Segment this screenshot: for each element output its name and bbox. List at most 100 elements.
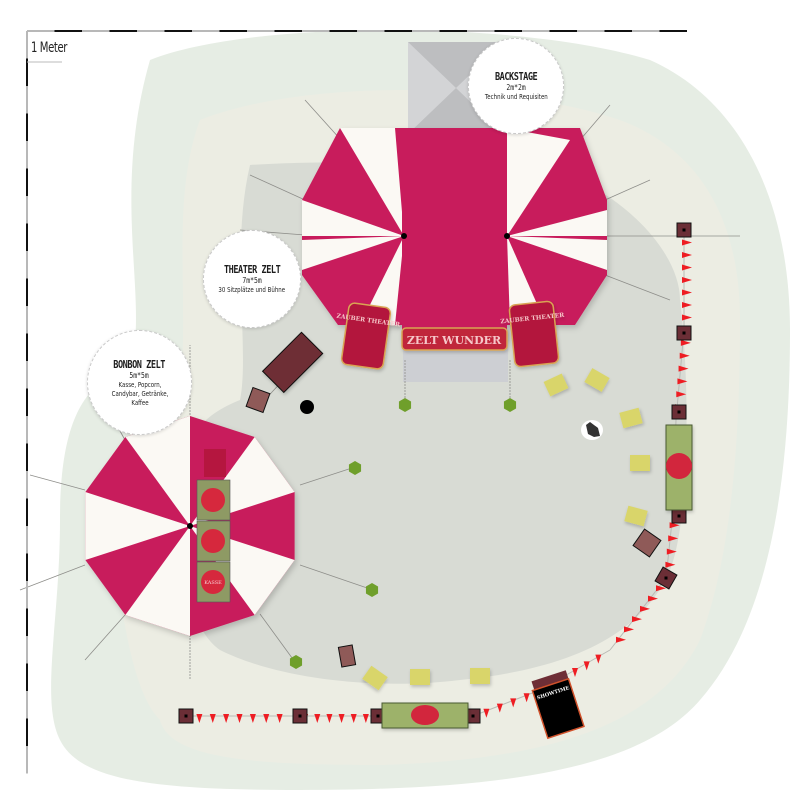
booth-right: [665, 424, 693, 511]
pennant-flag: [510, 698, 517, 708]
theater-dims: 7m*5m: [242, 276, 262, 285]
poster-right: ZAUBER THEATER: [500, 300, 566, 368]
pennant-flag: [682, 277, 692, 283]
tent-panel: [302, 236, 404, 270]
pennant-flag: [276, 714, 283, 723]
showtime-board: SHOWTIME: [531, 670, 585, 740]
scale-ruler: [26, 30, 687, 774]
theater-title: THEATER ZELT: [223, 263, 281, 276]
tent-pole: [401, 233, 407, 239]
plant-icon: [503, 398, 517, 412]
pennant-flag: [678, 365, 689, 372]
svg-text:ZELT WUNDER: ZELT WUNDER: [407, 334, 502, 347]
pennant-flag: [624, 626, 634, 633]
pennant-flag: [682, 252, 692, 258]
crate-small: [632, 528, 662, 558]
backstage-title: BACKSTAGE: [494, 70, 538, 83]
pennant-flag: [196, 714, 203, 723]
post-center: [677, 514, 681, 518]
booth-bottom: [381, 702, 469, 729]
post-center: [376, 714, 380, 718]
bench: [543, 373, 569, 397]
pennant-flag: [682, 289, 692, 296]
crate-large: [261, 331, 324, 394]
post-center: [184, 714, 188, 718]
benches: [362, 368, 650, 691]
tent-panel: [125, 526, 190, 636]
pennant-flag: [236, 714, 243, 723]
pennant-flag: [496, 703, 503, 713]
theater-tent: [302, 128, 607, 340]
pennant-flag: [523, 693, 530, 703]
black-marker: [300, 400, 314, 414]
pennant-flag: [362, 714, 369, 723]
pennant-flag: [640, 605, 650, 612]
pennant-flag: [595, 654, 602, 664]
pennant-flag: [350, 714, 357, 723]
pennant-flag: [263, 714, 270, 723]
camera-icon: [581, 420, 603, 440]
pennant-flag: [676, 391, 687, 398]
poster-left: ZAUBER THEATER: [336, 302, 401, 370]
post-center: [682, 228, 686, 232]
pennant-flag: [209, 714, 216, 723]
pennant-flag: [314, 714, 321, 723]
crate-small: [337, 644, 357, 668]
pennant-flag: [572, 668, 578, 677]
pennant-flag: [682, 239, 692, 246]
plants: [289, 398, 517, 669]
pennant-flag: [648, 595, 658, 602]
bench: [410, 669, 430, 685]
pennant-flag: [669, 522, 680, 529]
plant-icon: [398, 398, 412, 412]
bench: [470, 668, 490, 684]
tent-panel: [507, 236, 607, 270]
tent-panel: [505, 128, 570, 236]
pennant-flag: [326, 714, 333, 723]
bench: [624, 505, 648, 527]
post-center: [298, 714, 302, 718]
scale-label: 1 Meter: [31, 40, 67, 56]
tent-panel: [302, 200, 404, 236]
tent-panel: [360, 236, 404, 325]
post-center: [677, 410, 681, 414]
theater-label-bubble: THEATER ZELT 7m*5m 30 Sitzplätze und Büh…: [203, 230, 301, 328]
pennant-flag: [679, 352, 690, 359]
crate-small: [245, 386, 271, 414]
pennant-flag: [665, 561, 676, 568]
pennant-flag: [632, 616, 642, 623]
post-center: [682, 331, 686, 335]
plant-icon: [348, 461, 362, 475]
pennant-flag: [338, 714, 345, 723]
tent-pole: [187, 523, 193, 529]
pennant-flag: [616, 636, 626, 643]
bench: [362, 665, 388, 691]
bench: [630, 455, 650, 471]
pennant-flag: [668, 535, 679, 542]
pennant-flag: [680, 339, 691, 346]
plant-icon: [289, 655, 303, 669]
backstage-label-bubble: BACKSTAGE 2m*2m Technik und Requisiten: [468, 38, 564, 134]
kiosk: KASSE: [196, 449, 231, 603]
pennant-flag: [666, 548, 677, 555]
pennant-flag: [677, 378, 688, 385]
pennant-flag: [656, 585, 666, 592]
theater-desc: 30 Sitzplätze und Bühne: [218, 286, 286, 294]
svg-text:KASSE: KASSE: [204, 580, 222, 586]
pennant-flag: [682, 302, 692, 308]
pennant-flag: [483, 708, 490, 718]
pennant-flag: [682, 264, 692, 271]
plant-icon: [365, 583, 379, 597]
entrance-sign: ZELT WUNDER: [401, 327, 508, 351]
tent-panel: [125, 416, 190, 526]
tent-panel: [85, 492, 190, 560]
bench: [584, 368, 610, 392]
pennant-flag: [223, 714, 230, 723]
post-center: [664, 576, 668, 580]
pennant-flag: [583, 661, 590, 671]
backstage-desc: Technik und Requisiten: [484, 93, 548, 101]
bonbon-dims: 5m*5m: [129, 370, 150, 380]
tent-panel: [340, 128, 404, 236]
bonbon-title: BONBON ZELT: [113, 357, 166, 371]
backstage-dims: 2m*2m: [506, 83, 526, 92]
